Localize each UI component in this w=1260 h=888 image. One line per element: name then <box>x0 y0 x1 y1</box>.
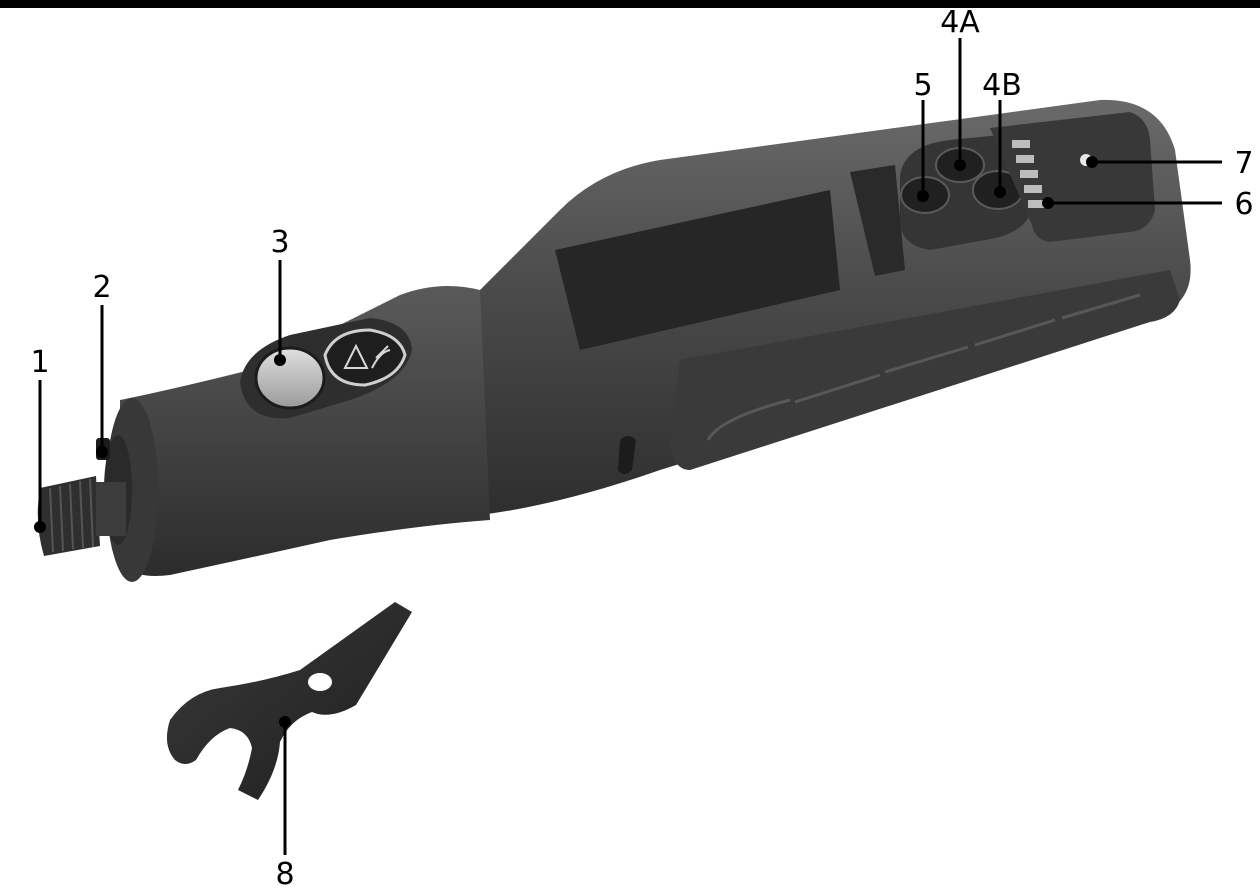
collet-nut-knurl <box>49 478 94 553</box>
callout-label-2: 2 <box>92 270 111 305</box>
collet-wrench-icon <box>166 602 412 800</box>
power-button <box>256 348 324 408</box>
power-button-ring <box>254 346 326 410</box>
callout-label-1: 1 <box>30 345 49 380</box>
rotary-tool-icon <box>37 99 1191 582</box>
leader-dots <box>34 156 1098 728</box>
top-slot <box>850 165 905 276</box>
collet-shaft <box>96 482 126 536</box>
speed-indicator-leds <box>1012 140 1046 208</box>
callout-label-4B: 4B <box>982 68 1022 103</box>
callout-label-8: 8 <box>275 857 294 888</box>
side-vent <box>618 436 636 474</box>
callout-label-7: 7 <box>1234 146 1253 181</box>
wrench-hole <box>308 673 332 691</box>
battery-window <box>555 190 840 350</box>
side-grip-ridges <box>706 293 1141 441</box>
callout-label-5: 5 <box>913 68 932 103</box>
callout-label-3: 3 <box>270 225 289 260</box>
leader-lines <box>38 38 1222 855</box>
tool-nose-grip <box>120 286 490 576</box>
callout-label-4A: 4A <box>940 5 980 40</box>
warning-icon <box>343 343 369 369</box>
control-pad <box>900 135 1030 250</box>
collet-nut <box>37 476 100 556</box>
callout-label-6: 6 <box>1234 187 1253 222</box>
top-band <box>0 0 1260 8</box>
wrench-body <box>166 602 412 800</box>
led-panel <box>990 112 1155 242</box>
safety-badge <box>323 328 407 387</box>
hand-icon <box>371 345 391 369</box>
